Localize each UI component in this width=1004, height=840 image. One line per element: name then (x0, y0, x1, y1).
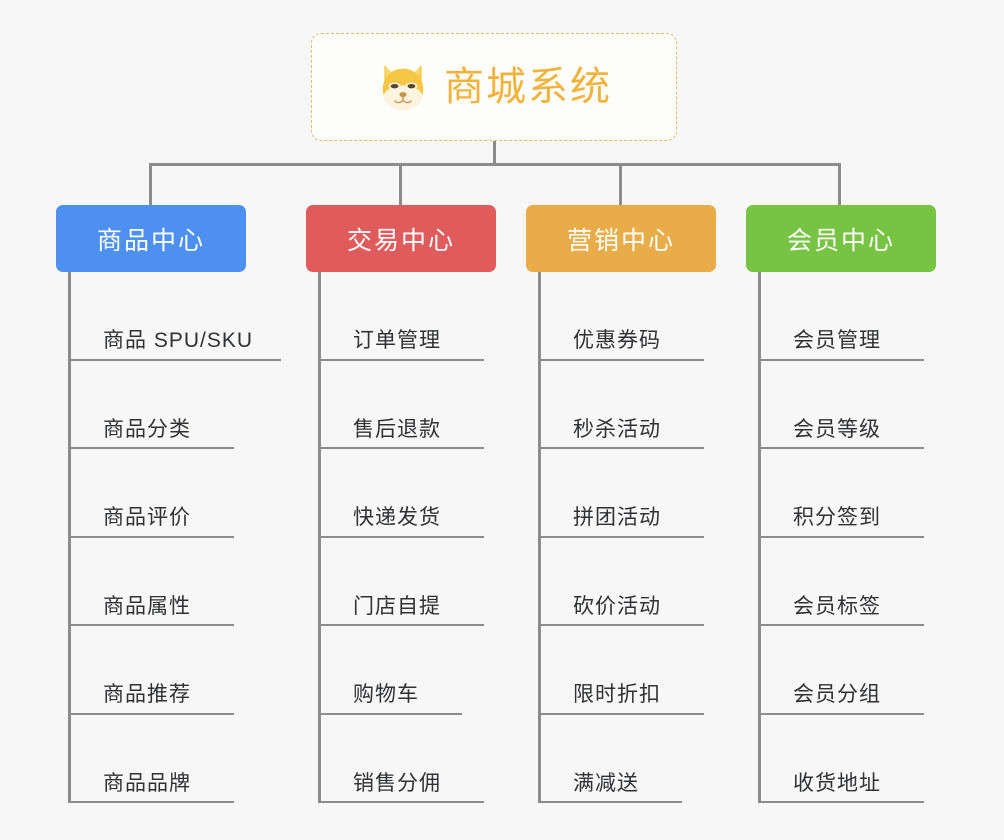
connector-bus (150, 163, 840, 166)
leaf-label: 会员管理 (793, 329, 881, 353)
leaf-label: 售后退款 (353, 417, 441, 441)
leaf-label: 会员分组 (793, 683, 881, 707)
leaf-label: 会员等级 (793, 417, 881, 441)
list-item[interactable]: 会员分组 (761, 626, 924, 715)
category-header-member[interactable]: 会员中心 (746, 205, 936, 272)
branch-column-trade: 交易中心 订单管理 售后退款 快递发货 门店自提 购物车 销售分佣 (306, 205, 496, 803)
list-item[interactable]: 商品推荐 (71, 626, 234, 715)
list-item[interactable]: 会员等级 (761, 361, 924, 449)
leaf-label: 限时折扣 (573, 683, 661, 707)
leaf-label: 砍价活动 (573, 594, 661, 618)
list-item[interactable]: 收货地址 (761, 715, 924, 803)
list-item[interactable]: 商品评价 (71, 449, 234, 538)
leaf-label: 商品推荐 (103, 683, 191, 707)
branch-column-product: 商品中心 商品 SPU/SKU 商品分类 商品评价 商品属性 商品推荐 商品品牌 (56, 205, 281, 803)
leaf-label: 销售分佣 (353, 771, 441, 795)
shiba-dog-icon (382, 65, 424, 111)
branch-column-marketing: 营销中心 优惠券码 秒杀活动 拼团活动 砍价活动 限时折扣 满减送 (526, 205, 716, 803)
list-item[interactable]: 快递发货 (321, 449, 484, 538)
leaf-label: 商品分类 (103, 417, 191, 441)
list-item[interactable]: 限时折扣 (541, 626, 704, 715)
list-item[interactable]: 优惠券码 (541, 272, 704, 361)
connector-drop-4 (838, 163, 841, 207)
list-item[interactable]: 商品属性 (71, 538, 234, 626)
list-item[interactable]: 商品 SPU/SKU (71, 272, 281, 361)
leaf-label: 商品评价 (103, 506, 191, 530)
leaf-label: 订单管理 (353, 329, 441, 353)
category-label: 会员中心 (786, 226, 895, 255)
leaf-label: 门店自提 (353, 594, 441, 618)
list-item[interactable]: 门店自提 (321, 538, 484, 626)
category-header-marketing[interactable]: 营销中心 (526, 205, 716, 272)
leaf-label: 快递发货 (353, 506, 441, 530)
leaf-list-trade: 订单管理 售后退款 快递发货 门店自提 购物车 销售分佣 (318, 272, 496, 803)
branch-column-member: 会员中心 会员管理 会员等级 积分签到 会员标签 会员分组 收货地址 (746, 205, 936, 803)
connector-drop-1 (149, 163, 152, 207)
connector-drop-2 (399, 163, 402, 207)
category-label: 交易中心 (346, 226, 455, 255)
list-item[interactable]: 会员标签 (761, 538, 924, 626)
leaf-list-marketing: 优惠券码 秒杀活动 拼团活动 砍价活动 限时折扣 满减送 (538, 272, 716, 803)
leaf-label: 秒杀活动 (573, 417, 661, 441)
list-item[interactable]: 积分签到 (761, 449, 924, 538)
list-item[interactable]: 砍价活动 (541, 538, 704, 626)
list-item[interactable]: 拼团活动 (541, 449, 704, 538)
leaf-label: 商品品牌 (103, 771, 191, 795)
connector-root-stem (493, 141, 496, 165)
category-label: 营销中心 (566, 226, 675, 255)
list-item[interactable]: 满减送 (541, 715, 682, 803)
category-label: 商品中心 (96, 226, 205, 255)
category-header-trade[interactable]: 交易中心 (306, 205, 496, 272)
leaf-label: 收货地址 (793, 771, 881, 795)
list-item[interactable]: 订单管理 (321, 272, 484, 361)
list-item[interactable]: 会员管理 (761, 272, 924, 361)
leaf-label: 积分签到 (793, 506, 881, 530)
list-item[interactable]: 售后退款 (321, 361, 484, 449)
connector-drop-3 (619, 163, 622, 207)
leaf-label: 商品 SPU/SKU (103, 329, 254, 353)
leaf-list-member: 会员管理 会员等级 积分签到 会员标签 会员分组 收货地址 (758, 272, 936, 803)
leaf-label: 满减送 (573, 771, 639, 795)
list-item[interactable]: 秒杀活动 (541, 361, 704, 449)
leaf-label: 会员标签 (793, 594, 881, 618)
list-item[interactable]: 商品品牌 (71, 715, 234, 803)
leaf-list-product: 商品 SPU/SKU 商品分类 商品评价 商品属性 商品推荐 商品品牌 (68, 272, 281, 803)
list-item[interactable]: 购物车 (321, 626, 462, 715)
list-item[interactable]: 商品分类 (71, 361, 234, 449)
list-item[interactable]: 销售分佣 (321, 715, 484, 803)
leaf-label: 拼团活动 (573, 506, 661, 530)
leaf-label: 商品属性 (103, 594, 191, 618)
leaf-label: 购物车 (353, 683, 419, 707)
root-node[interactable]: 商城系统 (311, 33, 677, 141)
category-header-product[interactable]: 商品中心 (56, 205, 246, 272)
root-title: 商城系统 (444, 65, 612, 109)
leaf-label: 优惠券码 (573, 329, 661, 353)
